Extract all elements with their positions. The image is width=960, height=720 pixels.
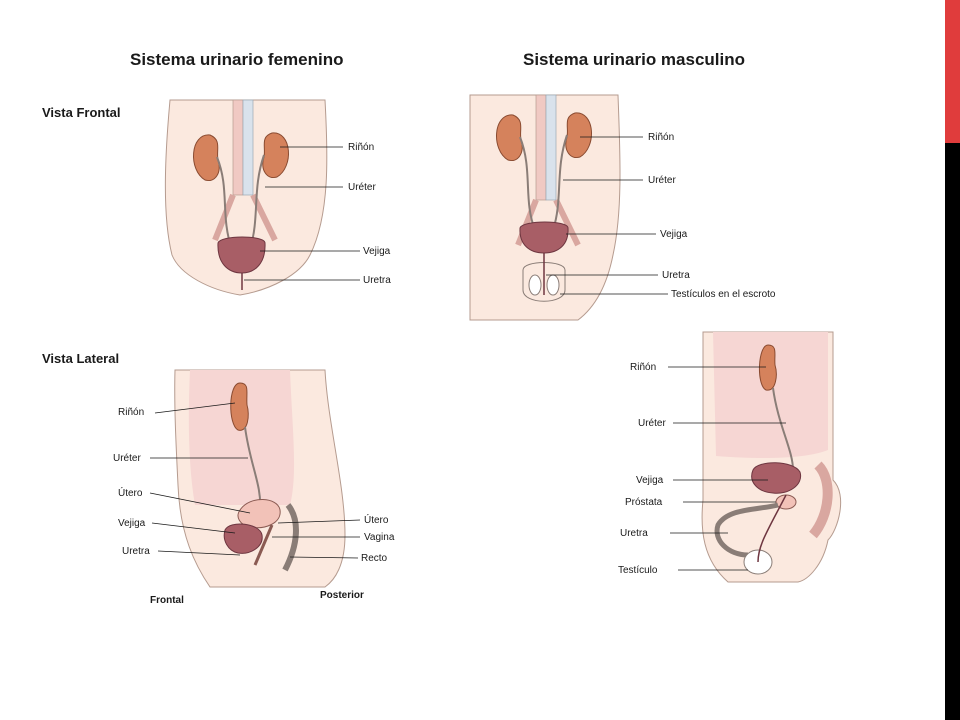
label-frontal: Frontal bbox=[150, 595, 184, 606]
lateral-view-title: Vista Lateral bbox=[42, 351, 120, 366]
female-frontal-kidney-right bbox=[262, 132, 289, 179]
male-lateral-diagram: Riñón Uréter Vejiga Próstata Uretra Test… bbox=[618, 331, 842, 583]
slide-edge-bar bbox=[945, 0, 960, 720]
label-ureter: Uréter bbox=[638, 418, 666, 429]
frontal-view-title: Vista Frontal bbox=[42, 105, 121, 120]
label-bladder: Vejiga bbox=[660, 229, 688, 240]
female-lateral-uterus bbox=[237, 499, 281, 529]
label-bladder: Vejiga bbox=[118, 518, 146, 529]
label-urethra: Uretra bbox=[620, 528, 648, 539]
male-frontal-vena-cava bbox=[545, 94, 557, 201]
female-system-title: Sistema urinario femenino bbox=[130, 50, 344, 69]
male-frontal-ureter-left bbox=[519, 136, 536, 231]
male-system-title: Sistema urinario masculino bbox=[523, 50, 746, 69]
female-lateral-cavity bbox=[188, 370, 295, 505]
female-lateral-diagram: Riñón Uréter Útero Vejiga Uretra Útero V… bbox=[113, 369, 395, 606]
label-ureter: Uréter bbox=[113, 453, 141, 464]
female-frontal-diagram: Riñón Uréter Vejiga Uretra bbox=[164, 99, 391, 296]
label-kidney: Riñón bbox=[648, 132, 674, 143]
male-lateral-bladder bbox=[751, 462, 802, 494]
label-prostate: Próstata bbox=[625, 497, 663, 508]
female-frontal-vena-cava bbox=[242, 99, 254, 196]
male-lateral-kidney bbox=[759, 344, 777, 391]
label-vagina: Vagina bbox=[364, 532, 395, 543]
slide-accent-bar bbox=[945, 0, 960, 143]
label-rectum: Recto bbox=[361, 553, 388, 564]
label-kidney: Riñón bbox=[348, 142, 374, 153]
male-frontal-kidney-left bbox=[496, 114, 523, 162]
female-lateral-kidney bbox=[230, 382, 249, 431]
label-testicle: Testículo bbox=[618, 565, 658, 576]
label-urethra: Uretra bbox=[122, 546, 150, 557]
label-bladder: Vejiga bbox=[363, 246, 391, 257]
male-frontal-diagram: Riñón Uréter Vejiga Uretra Testículos en… bbox=[469, 94, 776, 321]
label-urethra: Uretra bbox=[662, 270, 690, 281]
female-lateral-vagina bbox=[253, 524, 274, 566]
female-lateral-bladder bbox=[223, 523, 263, 554]
label-urethra: Uretra bbox=[363, 275, 391, 286]
label-bladder: Vejiga bbox=[636, 475, 664, 486]
female-frontal-aorta bbox=[232, 99, 244, 196]
label-kidney: Riñón bbox=[118, 407, 144, 418]
label-ureter: Uréter bbox=[348, 182, 376, 193]
female-frontal-bladder bbox=[217, 236, 266, 274]
male-frontal-aorta bbox=[535, 94, 547, 201]
female-frontal-kidney-left bbox=[193, 134, 220, 182]
label-posterior: Posterior bbox=[320, 590, 364, 601]
label-ureter: Uréter bbox=[648, 175, 676, 186]
male-lateral-rectum bbox=[809, 461, 833, 539]
label-uterus-left: Útero bbox=[118, 486, 143, 499]
male-lateral-penis bbox=[714, 502, 779, 558]
label-kidney: Riñón bbox=[630, 362, 656, 373]
male-frontal-bladder bbox=[519, 221, 569, 254]
label-testicles: Testículos en el escroto bbox=[671, 289, 776, 300]
female-lateral-rectum bbox=[282, 503, 299, 572]
male-lateral-cavity bbox=[713, 332, 828, 458]
male-frontal-kidney-right bbox=[565, 112, 592, 159]
label-uterus-right: Útero bbox=[364, 513, 389, 526]
male-frontal-ureter-right bbox=[552, 134, 568, 231]
